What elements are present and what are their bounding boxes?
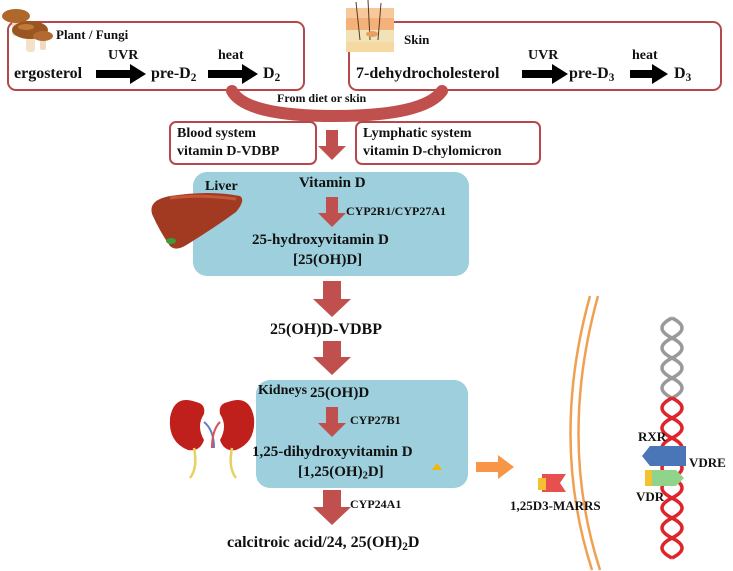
marrs-label: 1,25D3-MARRS [510,498,601,513]
vdr-ligand-tab [645,470,652,486]
from-diet-or-skin-label: From diet or skin [277,91,367,105]
vdre-label: VDRE [689,455,726,470]
flow-arrow [313,490,351,525]
vdr-label: VDR [636,489,665,504]
blood-vdbp-label: vitamin D-VDBP [177,144,280,159]
25ohd-vdbp-label: 25(OH)D-VDBP [270,321,382,338]
vdr-receptor [652,470,684,486]
flow-arrow [318,407,346,437]
lymph-chylomicron-label: vitamin D-chylomicron [363,144,502,159]
skin-box [348,21,722,91]
kidneys-label: Kidneys [258,383,308,398]
heat-label-skin: heat [632,48,658,63]
liver-icon [151,193,243,249]
flow-arrow [318,197,346,227]
lymphatic-system-box [355,121,541,165]
vitamin-d-label: Vitamin D [299,175,366,191]
flow-arrow [313,341,351,375]
cyp27b1-label: CYP27B1 [350,413,401,427]
cyp2r1-cyp27a1-label: CYP2R1/CYP27A1 [346,204,446,218]
1-25-dihydroxyvitamin-d-label: 1,25-dihydroxyvitamin D [252,444,413,460]
cyp24a1-label: CYP24A1 [350,497,402,511]
merge-arc [226,85,448,123]
plant-fungi-title: Plant / Fungi [56,27,129,42]
cell-membrane [569,295,602,571]
7-dehydrocholesterol-label: 7-dehydrocholesterol [356,65,500,82]
liver-label: Liver [205,179,238,194]
d2-label: D2 [263,65,281,84]
blood-system-label: Blood system [177,126,256,141]
uvr-arrow-plant [96,64,146,84]
hormone-triangle [432,463,442,470]
lymphatic-system-label: Lymphatic system [363,126,472,141]
skin-title: Skin [404,32,430,47]
calcitroic-acid-label: calcitroic acid/24, 25(OH)2D [227,534,420,553]
kidney-panel [256,380,468,488]
d3-label: D3 [674,65,692,84]
heat-arrow-skin [630,64,668,84]
uvr-label-plant: UVR [108,48,139,63]
pre-d2-label: pre-D2 [151,65,197,84]
pre-d3-label: pre-D3 [569,65,615,84]
signal-arrow [476,455,514,479]
1-25-oh2d-bracket-label: [1,25(OH)2D] [298,464,384,482]
kidney-icon [169,400,255,479]
skin-icon [346,0,394,52]
heat-arrow-plant [208,64,258,84]
rxr-receptor [642,446,686,466]
25-hydroxyvitamin-d-label: 25-hydroxyvitamin D [252,232,389,248]
marrs-receptor [538,474,566,492]
mushroom-icon [2,9,53,52]
rxr-label: RXR [638,429,667,444]
25ohd-kidney-label: 25(OH)D [310,385,370,401]
ergosterol-label: ergosterol [14,65,83,82]
flow-arrow [313,281,351,317]
flow-arrow [318,130,346,160]
heat-label-plant: heat [218,48,244,63]
uvr-arrow-skin [522,64,568,84]
25ohd-bracket-label: [25(OH)D] [293,252,363,268]
blood-system-box [169,121,317,165]
uvr-label-skin: UVR [528,48,559,63]
